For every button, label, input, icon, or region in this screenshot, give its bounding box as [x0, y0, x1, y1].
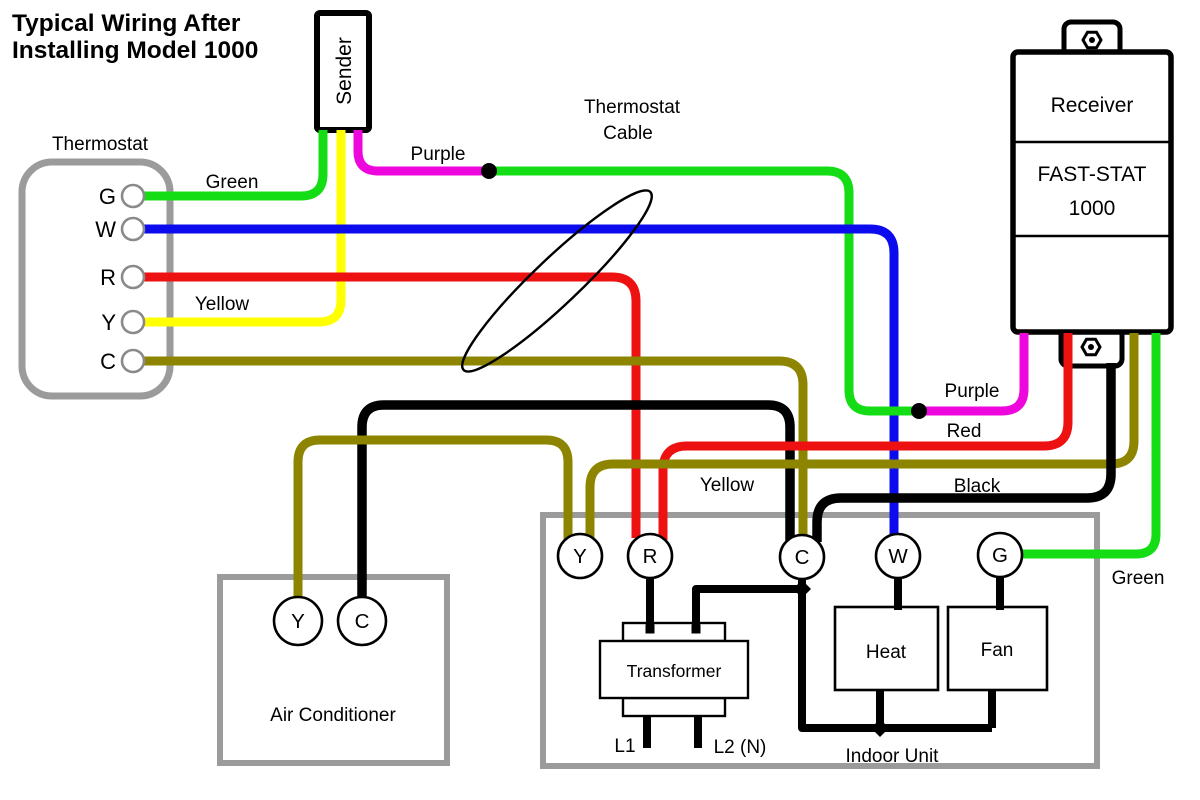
terminal-w — [120, 216, 146, 242]
transformer-label: Transformer — [627, 661, 722, 681]
transformer-top-plate — [621, 621, 727, 643]
green-wire-label: Green — [1112, 568, 1165, 589]
diagram-title: Typical Wiring After Installing Model 10… — [12, 10, 258, 64]
red-wire-label: Red — [947, 421, 982, 442]
splice-dot — [481, 163, 497, 179]
receiver-label: Receiver — [1051, 94, 1134, 117]
terminal-r — [626, 532, 674, 580]
wire-darkyellow-ac-y — [293, 435, 573, 602]
wire-green-fan-g — [1020, 333, 1161, 559]
air-conditioner-box — [217, 574, 450, 766]
receiver-box — [1010, 49, 1174, 335]
purple-wire-label: Purple — [945, 381, 1000, 402]
terminal-r — [120, 264, 146, 290]
terminal-w-label: W — [888, 545, 908, 568]
sender-label: Sender — [333, 37, 356, 105]
indoor-unit-label: Indoor Unit — [846, 746, 940, 767]
wire-green-link-lower — [844, 389, 918, 416]
cable-label-line2: Cable — [603, 123, 653, 144]
thermostat-terminals: G W R Y C — [95, 183, 146, 374]
wire-darkyellow-receiver — [585, 333, 1139, 540]
cable-ellipse — [461, 189, 653, 373]
thermostat-label: Thermostat — [52, 134, 149, 155]
terminal-c — [336, 595, 388, 647]
heat-label: Heat — [866, 642, 907, 663]
transformer-box — [598, 639, 750, 700]
air-conditioner-component: Air Conditioner — [217, 574, 450, 766]
receiver-component: Receiver FAST-STAT 1000 — [1010, 19, 1174, 369]
cable-label-line1: Thermostat — [584, 97, 681, 118]
terminal-c — [120, 348, 146, 374]
junction-dot — [871, 719, 889, 737]
terminal-g — [120, 183, 146, 209]
air-conditioner-terminals: Y C — [272, 595, 388, 647]
terminal-g-label: G — [992, 544, 1008, 567]
receiver-model: 1000 — [1069, 197, 1116, 220]
splice-dot — [911, 403, 927, 419]
sender-component: Sender — [314, 10, 372, 133]
terminal-r-label: R — [643, 545, 658, 568]
l1-label: L1 — [614, 736, 635, 757]
terminal-r-label: R — [100, 265, 116, 290]
terminal-g — [976, 531, 1024, 579]
wire-labels: Green Yellow Purple Purple Red Yellow Bl… — [195, 144, 1165, 758]
wire-red-thermostat-r — [141, 272, 641, 538]
wire-purple-sender — [353, 130, 487, 176]
indoor-unit-terminals: Y R C W G — [556, 531, 1024, 581]
wire-c-to-transformer — [692, 585, 802, 626]
junction-dot — [793, 580, 811, 598]
terminal-c-label: C — [100, 349, 116, 374]
yellow-wire-label: Yellow — [195, 294, 250, 315]
terminal-c-label: C — [355, 610, 370, 633]
terminal-c — [778, 533, 826, 581]
terminal-y-label: Y — [291, 610, 305, 633]
junction-dot — [691, 624, 701, 634]
black-wire-label: Black — [954, 476, 1001, 497]
fan-box — [946, 605, 1049, 692]
heat-box — [833, 605, 940, 692]
terminal-c-label: C — [795, 546, 810, 569]
screw-hole-icon — [1088, 344, 1094, 350]
terminal-y — [120, 309, 146, 335]
wire-green-link-upper — [487, 166, 854, 392]
l2-label: L2 (N) — [714, 737, 767, 758]
terminal-y — [556, 532, 604, 580]
wires — [141, 130, 1161, 602]
terminal-y-label: Y — [101, 310, 116, 335]
air-conditioner-label: Air Conditioner — [270, 705, 396, 726]
terminal-w — [874, 532, 922, 580]
title-line2: Installing Model 1000 — [12, 37, 258, 64]
title-line1: Typical Wiring After — [12, 10, 241, 37]
yellow-wire-label: Yellow — [700, 475, 755, 496]
wire-purple-receiver — [918, 333, 1029, 416]
wire-black-receiver — [812, 363, 1116, 542]
wire-darkyellow-thermostat-c — [142, 356, 808, 542]
wire-blue-thermostat-w — [144, 224, 899, 546]
purple-wire-label: Purple — [411, 144, 466, 165]
green-wire-label: Green — [206, 172, 259, 193]
terminal-y — [272, 595, 324, 647]
wire-yellow-thermostat-y — [144, 130, 346, 327]
wire-green-thermostat-g — [144, 130, 328, 201]
transformer-bottom-plate — [621, 696, 727, 718]
junction-dot — [645, 624, 655, 634]
terminal-w-label: W — [95, 217, 116, 242]
receiver-brand: FAST-STAT — [1038, 163, 1147, 186]
fan-label: Fan — [981, 640, 1014, 661]
thermostat-cable-callout: Thermostat Cable — [461, 97, 681, 373]
terminal-y-label: Y — [573, 545, 587, 568]
wire-black-ac-c — [357, 400, 795, 602]
screw-hole-icon — [1089, 37, 1095, 43]
wire-c-common-run — [798, 579, 992, 732]
terminal-g-label: G — [99, 184, 116, 209]
